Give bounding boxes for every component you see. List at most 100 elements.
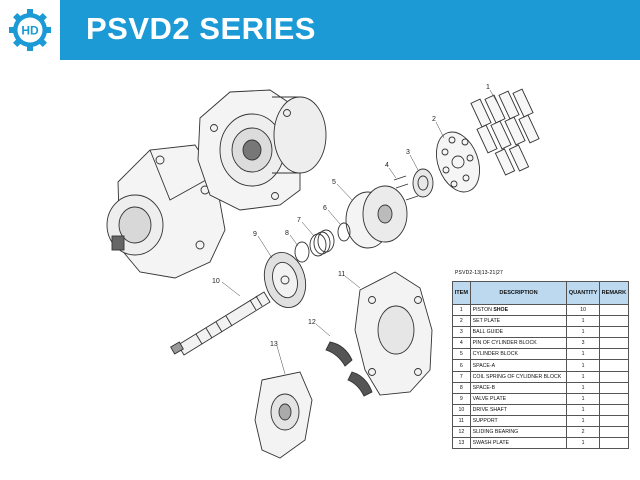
description-text: VALVE PLATE	[472, 395, 507, 402]
cell-item: 10	[452, 403, 471, 416]
callout-numbers: 1 2 3 4 5 6 7 8 9 10 11 12 13	[212, 84, 490, 348]
description-text: CYLINDER BLOCK	[472, 351, 518, 358]
cell-quantity: 1	[566, 414, 600, 428]
cell-remark	[598, 337, 630, 350]
set-plate	[435, 131, 481, 193]
hd-gear-logo-icon: HD	[9, 9, 51, 51]
cell-remark	[598, 437, 630, 450]
callout-6: 6	[323, 205, 327, 212]
callout-4: 4	[385, 162, 389, 169]
col-header-item: ITEM	[452, 281, 471, 305]
cell-description: PIN OF CYLINDER BLOCK	[469, 337, 568, 350]
description-text: SWASH PLATE	[472, 440, 509, 447]
cell-item: 4	[452, 337, 471, 350]
cell-remark	[598, 403, 630, 416]
cell-quantity: 1	[566, 359, 600, 372]
exploded-pump-diagram: 1 2 3 4 5 6 7 8 9 10 11 12 13	[106, 84, 540, 459]
callout-13: 13	[270, 341, 278, 348]
col-header-description: DESCRIPTION	[469, 281, 568, 305]
cell-quantity: 1	[566, 315, 600, 328]
cell-quantity: 2	[566, 426, 600, 439]
cell-quantity: 1	[566, 326, 600, 339]
cylinder-pins	[393, 175, 419, 201]
cell-item: 11	[452, 414, 471, 428]
cell-item: 7	[452, 370, 471, 383]
description-text: COIL SPRING OF CYLIDNER BLOCK	[472, 373, 562, 380]
cell-item: 6	[452, 359, 471, 372]
cell-description: PISTON SHOE	[469, 303, 568, 317]
piston-shoe-bundle	[470, 88, 540, 176]
description-text: DRIVE SHAFT	[472, 406, 507, 413]
description-text: SET PLATE	[472, 318, 501, 325]
col-header-remark: REMARK	[598, 281, 630, 305]
cell-remark	[598, 370, 630, 383]
cell-remark	[598, 426, 630, 439]
cell-remark	[598, 414, 630, 428]
description-text: BALL GUIDE	[472, 329, 504, 336]
cell-item: 5	[452, 348, 471, 361]
cell-description: SLIDING BEARING	[469, 426, 568, 439]
title-bar	[60, 0, 640, 60]
page-title: PSVD2 SERIES	[86, 11, 316, 46]
description-text: PISTON	[472, 307, 494, 314]
cell-quantity: 1	[566, 403, 600, 416]
cell-item: 8	[452, 381, 471, 394]
description-text: PIN OF CYLINDER BLOCK	[472, 340, 537, 347]
cell-description: BALL GUIDE	[469, 326, 568, 339]
cell-item: 13	[452, 437, 471, 450]
description-text: SUPPORT	[472, 417, 498, 424]
callout-5: 5	[332, 179, 336, 186]
cell-description: SUPPORT	[469, 414, 568, 428]
cell-description: SPACE-A	[469, 359, 568, 372]
ball-guide	[412, 168, 434, 198]
cell-remark	[598, 359, 630, 372]
spacer-b	[294, 241, 310, 263]
spacer-a	[337, 222, 351, 242]
cell-item: 12	[452, 426, 471, 439]
cell-description: CYLINDER BLOCK	[469, 348, 568, 361]
description-text: SLIDING BEARING	[472, 429, 519, 436]
logo-text: HD	[21, 24, 39, 38]
cylinder-block	[345, 185, 408, 249]
cell-remark	[598, 348, 630, 361]
cell-quantity: 1	[566, 348, 600, 361]
cell-description: SPACE-B	[469, 381, 568, 394]
cell-description: DRIVE SHAFT	[469, 403, 568, 416]
cell-item: 1	[452, 303, 471, 317]
coil-spring	[309, 229, 335, 257]
support-housing	[354, 271, 433, 396]
cell-remark	[598, 303, 630, 317]
callout-leaders	[221, 89, 499, 375]
callout-11: 11	[338, 271, 345, 278]
cell-remark	[598, 315, 630, 328]
cell-quantity: 1	[566, 437, 600, 450]
cell-item: 2	[452, 315, 471, 328]
cell-quantity: 1	[566, 392, 600, 405]
cell-quantity: 1	[566, 381, 600, 394]
cell-item: 3	[452, 326, 471, 339]
col-header-quantity: QUANTITY	[566, 281, 600, 305]
cell-description: SWASH PLATE	[469, 437, 568, 450]
cell-remark	[598, 381, 630, 394]
callout-10: 10	[212, 278, 220, 285]
table-caption: PSVD2-13|13-21|27	[455, 270, 503, 276]
callout-3: 3	[406, 149, 410, 156]
description-text: SPACE-A	[472, 362, 496, 369]
cell-remark	[598, 392, 630, 405]
drive-shaft	[170, 291, 271, 356]
cell-description: COIL SPRING OF CYLIDNER BLOCK	[469, 370, 568, 383]
pump-housing-top	[197, 89, 327, 211]
cell-item: 9	[452, 392, 471, 405]
